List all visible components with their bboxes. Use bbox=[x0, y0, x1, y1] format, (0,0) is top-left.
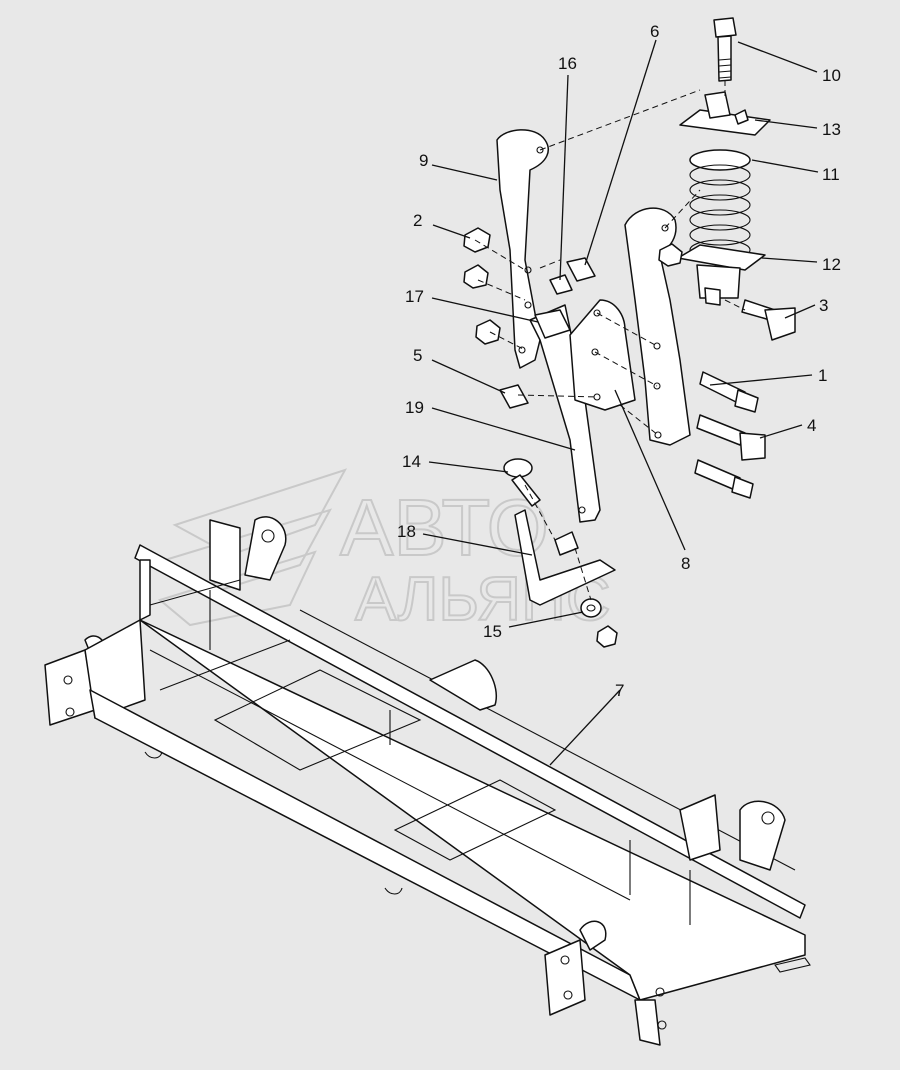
callout-2: 2 bbox=[413, 211, 422, 230]
watermark-line1: АВТО bbox=[340, 483, 549, 572]
bolt-part-1 bbox=[699, 371, 759, 413]
watermark: АВТО АЛЬЯНС bbox=[157, 468, 612, 635]
callout-18: 18 bbox=[397, 522, 416, 541]
pin-part-5 bbox=[499, 384, 529, 409]
plate-part-8 bbox=[569, 299, 636, 411]
callout-4: 4 bbox=[807, 416, 816, 435]
callout-1: 1 bbox=[818, 366, 827, 385]
callout-3: 3 bbox=[819, 296, 828, 315]
bolt-part-14 bbox=[503, 458, 541, 507]
callout-8: 8 bbox=[681, 554, 690, 573]
arm-right-plate bbox=[624, 207, 691, 446]
coil-spring bbox=[689, 149, 751, 261]
callout-19: 19 bbox=[405, 398, 424, 417]
bolt-lower bbox=[694, 459, 754, 499]
bolt-part-4 bbox=[696, 414, 766, 461]
callout-16: 16 bbox=[558, 54, 577, 73]
callout-9: 9 bbox=[419, 151, 428, 170]
arm-part-9 bbox=[496, 129, 549, 369]
frame-part-7 bbox=[44, 516, 811, 1046]
callout-15: 15 bbox=[483, 622, 502, 641]
callout-5: 5 bbox=[413, 346, 422, 365]
block-part-17 bbox=[534, 309, 571, 339]
callout-7: 7 bbox=[615, 681, 624, 700]
callout-11: 11 bbox=[822, 165, 840, 184]
spring-assembly bbox=[677, 17, 771, 306]
leader-lines bbox=[422, 39, 819, 766]
pin-part-16 bbox=[549, 274, 573, 295]
assembly-lines bbox=[474, 80, 746, 601]
callout-14: 14 bbox=[402, 452, 421, 471]
callout-6: 6 bbox=[650, 22, 659, 41]
washer-part-15 bbox=[580, 598, 618, 648]
nut-part-2 bbox=[463, 227, 683, 345]
callout-10: 10 bbox=[822, 66, 841, 85]
bracket-part-18 bbox=[514, 509, 616, 606]
callout-12: 12 bbox=[822, 255, 841, 274]
callout-13: 13 bbox=[822, 120, 841, 139]
pin-part-6 bbox=[566, 257, 596, 282]
bolt-part-3 bbox=[741, 299, 796, 341]
callout-17: 17 bbox=[405, 287, 424, 306]
callout-labels: 1 2 3 4 5 6 7 8 9 10 11 12 13 14 15 16 1… bbox=[397, 22, 841, 700]
